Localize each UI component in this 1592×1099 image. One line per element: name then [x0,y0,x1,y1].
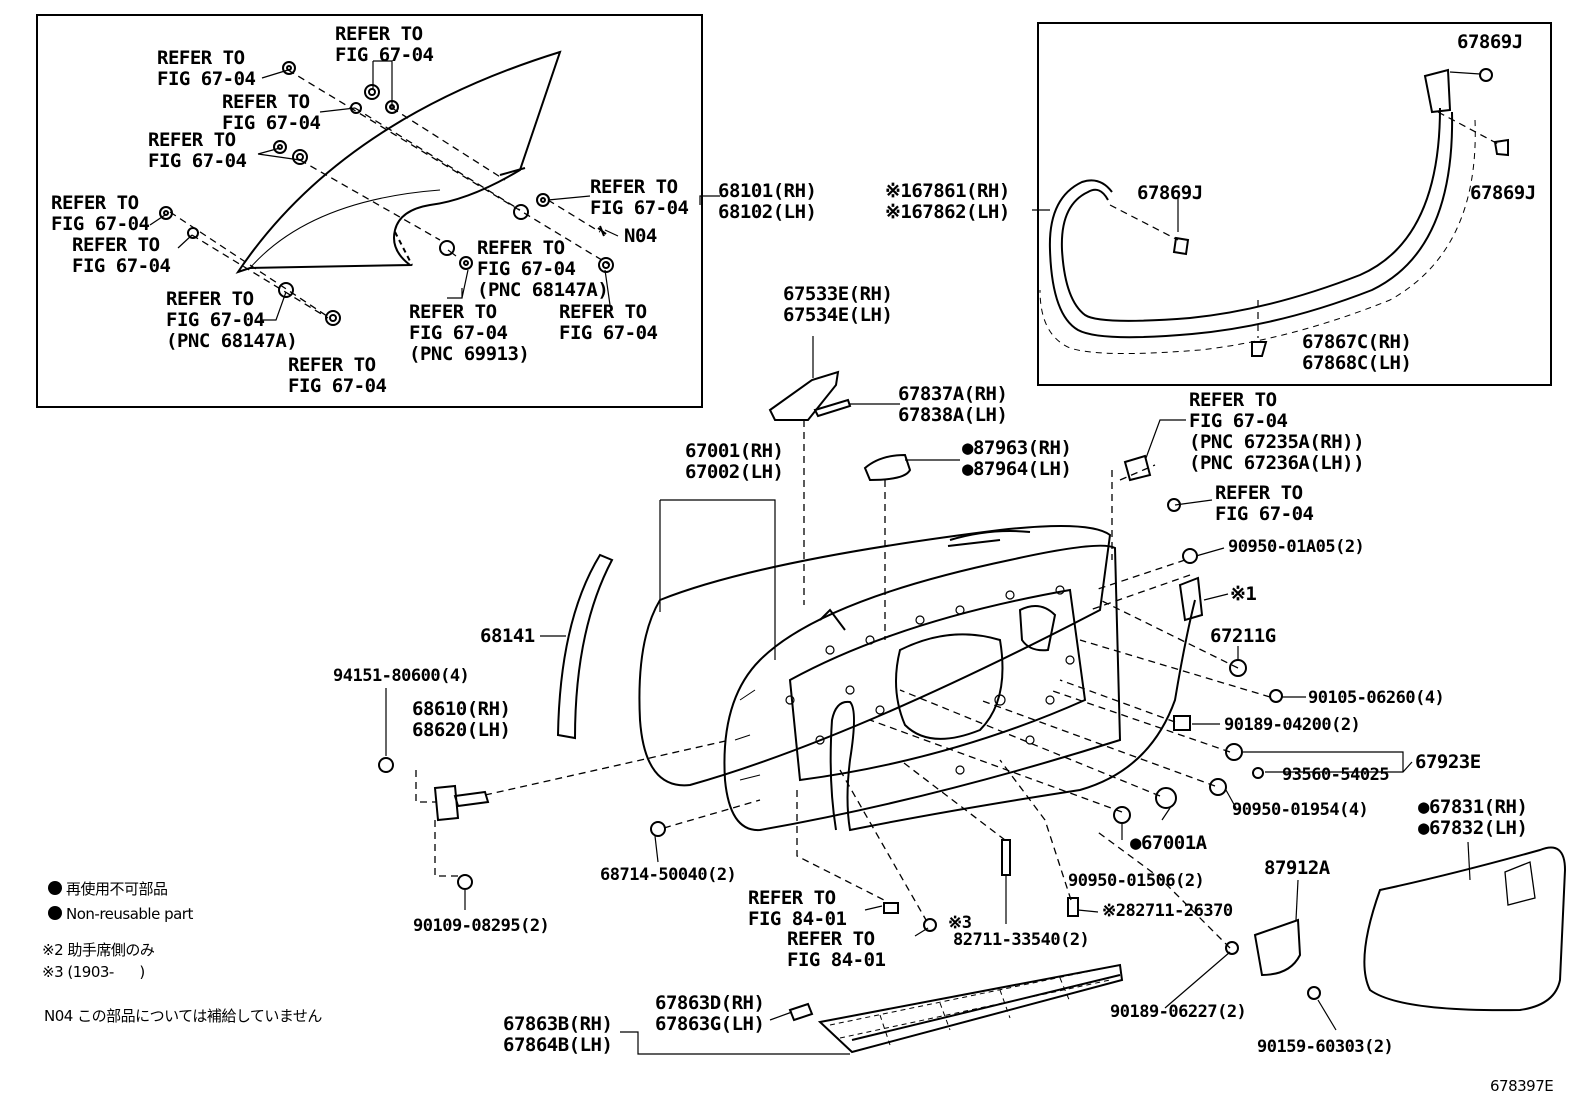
rocker-moulding [817,963,1124,1054]
ref-label: REFER TO FIG 67-04 [1215,482,1314,525]
fastener-icon [378,689,1321,1022]
ref-label: REFER TO FIG 84-01 [748,887,847,930]
door-outer-panel [638,525,1112,787]
part-number[interactable]: 67001(RH) 67002(LH) [685,440,784,483]
part-number[interactable]: 67863D(RH) 67863G(LH) [655,992,765,1035]
part-number[interactable]: 67869J [1470,182,1536,204]
ref-label: REFER TO FIG 67-04 (PNC 68147A) [477,237,609,301]
part-number[interactable]: 90105-06260(4) [1308,688,1445,708]
door-glass [235,50,562,274]
note-mark: ※1 [1230,583,1257,605]
part-number[interactable]: 82711-33540(2) [953,930,1090,950]
part-number[interactable]: 68610(RH) 68620(LH) [412,698,511,741]
part-number[interactable]: 93560-54025 [1282,765,1390,785]
part-number[interactable]: 90950-01506(2) [1068,871,1205,891]
part-number[interactable]: 67923E [1415,751,1481,773]
ref-label: REFER TO FIG 67-04 [72,234,171,277]
part-number[interactable]: 94151-80600(4) [333,666,470,686]
door-hole-icon [785,585,1075,775]
part-number[interactable]: 90950-01954(4) [1232,800,1369,820]
part-number[interactable]: N04 [624,225,657,247]
part-number[interactable]: ●87963(RH) ●87964(LH) [962,437,1072,480]
part-number[interactable]: ※282711-26370 [1102,901,1233,921]
ref-label: REFER TO FIG 67-04 [222,91,321,134]
part-number[interactable]: ※167861(RH) ※167862(LH) [885,180,1010,223]
legend-non-reusable-jp: 再使用不可部品 [48,879,168,900]
bullet-icon [48,881,62,895]
legend-non-reusable-en: Non-reusable part [48,904,193,925]
part-number[interactable]: 67869J [1457,31,1523,53]
ref-label: REFER TO FIG 67-04 [335,23,434,66]
part-number[interactable]: 90189-06227(2) [1110,1002,1247,1022]
part-number[interactable]: 68141 [480,625,535,647]
ref-label: REFER TO FIG 67-04 (PNC 68147A) [166,288,298,352]
note-mark: ※3 [948,913,972,933]
part-number[interactable]: 67533E(RH) 67534E(LH) [783,283,893,326]
ref-label: REFER TO FIG 67-04 [148,129,247,172]
part-number[interactable]: 90159-60303(2) [1257,1037,1394,1057]
service-hole-cover [1363,846,1567,1012]
cover-plate [1253,918,1302,977]
garnish-clip [813,398,852,418]
door-weatherstrip [1039,68,1476,355]
door-lock [1123,454,1152,482]
insulator-pad [863,453,912,482]
legend-note-n04: N04 この部品については補給していません [44,1007,322,1025]
ref-label: REFER TO FIG 67-04 (PNC 69913) [409,301,530,365]
part-number[interactable]: 68714-50040(2) [600,865,737,885]
legend-note-2: ※2 助手席側のみ [42,941,155,959]
figure-number: 678397E [1490,1077,1554,1095]
belt-moulding [556,553,614,740]
mirror-bracket [768,370,840,421]
ref-label: REFER TO FIG 67-04 [590,176,689,219]
door-inner-frame [723,544,1122,832]
part-number[interactable]: 90950-01A05(2) [1228,537,1365,557]
glass-detail-frame [36,14,703,408]
ref-label: REFER TO FIG 84-01 [787,928,886,971]
stopper [1178,576,1204,622]
door-seal [829,599,1196,832]
legend-note-3: ※3 (1903- ) [42,963,145,981]
ref-label: REFER TO FIG 67-04 [559,301,658,344]
clip-icon [1172,68,1509,357]
part-number[interactable]: 67863B(RH) 67864B(LH) [503,1013,613,1056]
part-number[interactable]: 87912A [1264,857,1330,879]
fastener-nut-icon [159,61,614,326]
part-number[interactable]: 68101(RH) 68102(LH) [718,180,817,223]
part-number[interactable]: ●67831(RH) ●67832(LH) [1418,796,1528,839]
bullet-icon [48,906,62,920]
part-number[interactable]: 90109-08295(2) [413,916,550,936]
part-number[interactable]: ●67001A [1130,832,1207,854]
part-number[interactable]: 67867C(RH) 67868C(LH) [1302,331,1412,374]
ref-label: REFER TO FIG 67-04 (PNC 67235A(RH)) (PNC… [1189,389,1365,474]
ref-label: REFER TO FIG 67-04 [288,354,387,397]
ref-label: REFER TO FIG 67-04 [157,47,256,90]
weatherstrip-detail-frame [1037,22,1552,386]
part-number[interactable]: 67211G [1210,625,1276,647]
ref-label: REFER TO FIG 67-04 [51,192,150,235]
part-number[interactable]: 90189-04200(2) [1224,715,1361,735]
door-hinge [433,784,490,822]
part-number[interactable]: 67837A(RH) 67838A(LH) [898,383,1008,426]
part-number[interactable]: 67869J [1137,182,1203,204]
